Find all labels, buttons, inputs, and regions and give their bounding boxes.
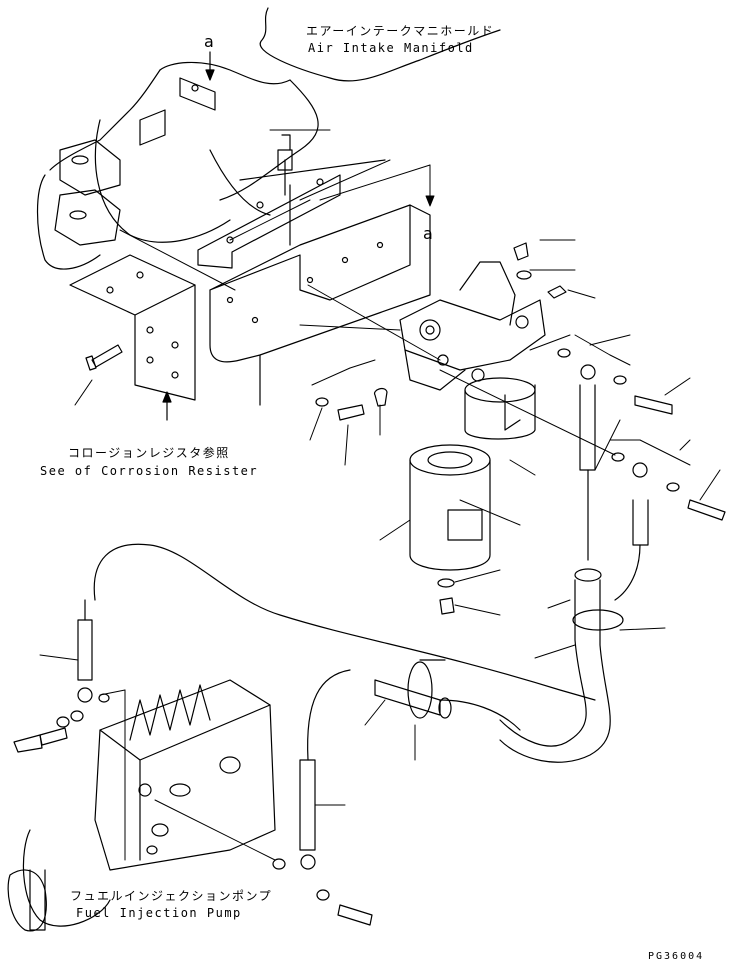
view-ref-a-top: a [204,32,214,51]
pump-label-en: Fuel Injection Pump [76,906,242,920]
air-intake-manifold [38,8,501,269]
corrosion-resistor-arrow [163,392,171,420]
small-parts [316,243,725,614]
drawing-number: PG36004 [648,951,705,962]
air-intake-label-jp: エアーインテークマニホールド [306,24,495,38]
view-ref-a-side: a [423,224,433,243]
fuel-filter-head [400,262,545,402]
corrosion-label-en: See of Corrosion Resister [40,464,259,478]
air-intake-label-en: Air Intake Manifold [308,41,474,55]
mounting-bracket-upper [198,135,385,268]
hose-bottom [300,670,350,869]
hose-right-lower [615,463,648,600]
bracket-plate-left [70,255,195,400]
hose-left-pump [78,600,92,702]
fuel-pipe-main [94,544,623,762]
dashed-ref-lines [120,230,615,455]
fuel-filter-cartridge [410,445,490,570]
mounting-bracket-lower [210,205,430,405]
fuel-filter-bowl [465,385,535,439]
pipe-connector [375,660,451,718]
bolt-pump-bottom [273,859,372,925]
corrosion-label-jp: コロージョンレジスタ参照 [68,446,230,460]
fuel-injection-pump [8,680,275,931]
bolt-pump-left [14,694,109,752]
hose-right-upper [580,365,595,560]
view-arrow-a-top [206,52,214,80]
bolt-left [86,345,122,370]
pump-label-jp: フュエルインジェクションポンプ [70,889,273,903]
leader-lines [40,130,720,860]
